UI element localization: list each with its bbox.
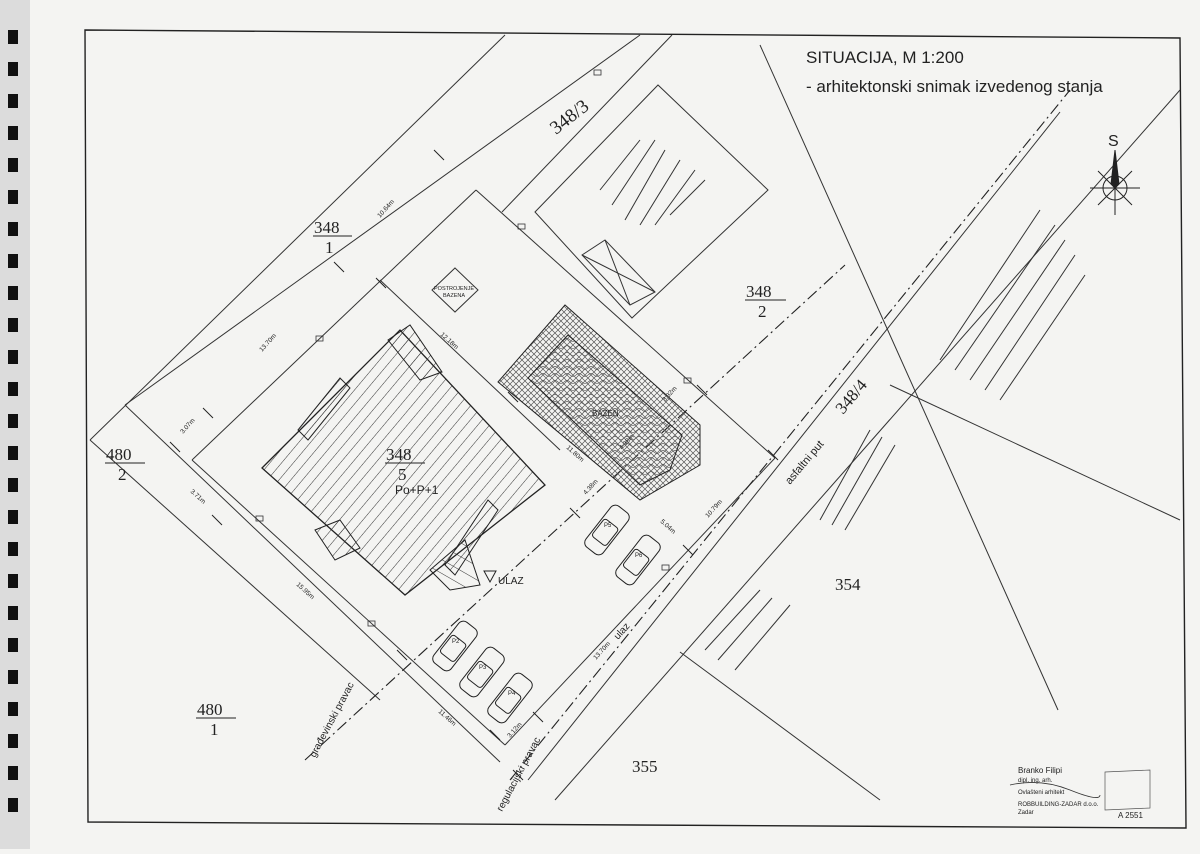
parcel-348-2-num: 348 (746, 282, 772, 301)
entrance-label: ULAZ (498, 576, 524, 587)
dimension-11: 12.18m (439, 331, 460, 351)
pool-label: BAZEN (592, 409, 619, 418)
stamp-city: Zadar (1018, 810, 1034, 816)
parcel-354: 354 (835, 575, 861, 594)
parking-label-p5: P5 (604, 523, 612, 529)
terrain-strips (599, 139, 1086, 671)
parcel-348-3: 348/3 (546, 96, 593, 139)
parking-label-p2: P2 (452, 639, 460, 645)
dimension-9: 5.04m (659, 518, 677, 535)
property-lines (89, 34, 1181, 801)
north-label: S (1108, 133, 1119, 150)
dimension-3: 3.07m (179, 417, 196, 435)
stamp-number: A 2551 (1118, 811, 1143, 820)
parcel-480-1-num: 480 (197, 700, 223, 719)
architect-stamp: Branko Filipi dipl. ing. arh. Ovlašteni … (1009, 766, 1151, 820)
title-line-2: - arhitektonski snimak izvedenog stanja (806, 77, 1103, 96)
stamp-name: Branko Filipi (1018, 766, 1062, 775)
dimension-5: 15.95m (295, 581, 316, 601)
parking-label-p3: P3 (479, 665, 487, 671)
parking-label-p4: P4 (508, 691, 516, 697)
stamp-role: Ovlašteni arhitekt (1018, 790, 1065, 796)
signature-icon (1009, 782, 1101, 798)
stamp-company: ROBBUILDING-ZADAR d.o.o. (1018, 802, 1099, 808)
dashed-lines (304, 89, 1071, 781)
stamp-title: dipl. ing. arh. (1018, 778, 1053, 784)
dimension-12: 4.38m (582, 478, 599, 496)
parking-label-p6: P6 (635, 553, 643, 559)
pool-equipment-label-1: POSTROJENJE (434, 286, 474, 292)
dimension-4: 3.71m (189, 488, 207, 505)
parcel-355: 355 (632, 757, 658, 776)
pool (497, 304, 701, 501)
drawing-frame (84, 29, 1187, 829)
north-arrow-icon (1090, 149, 1140, 215)
dimension-2: 13.70m (258, 333, 278, 354)
dimension-7: 3.12m (506, 721, 523, 739)
parcel-fraction-bars (105, 235, 786, 719)
boundary-markers (255, 69, 692, 627)
parcel-480-1-den: 1 (210, 720, 219, 739)
pool-equipment-label-2: BAZENA (443, 293, 465, 299)
parking-cars (432, 504, 661, 724)
title-line-1: SITUACIJA, M 1:200 (806, 48, 964, 67)
dimension-1: 10.64m (376, 199, 396, 220)
entrance-arrow-icon (483, 570, 497, 584)
parcel-480-2-den: 2 (118, 465, 127, 484)
parcel-348-2-den: 2 (758, 302, 767, 321)
dimension-ticks (169, 149, 779, 781)
parcel-348-4: 348/4 (832, 375, 872, 417)
pool-equipment-box (431, 267, 479, 313)
asphalt-road-label: asfaltni put (783, 438, 826, 486)
parcel-348-5-num: 348 (386, 445, 412, 464)
parcel-480-2-num: 480 (106, 445, 132, 464)
building-floors-label: Po+P+1 (395, 483, 439, 497)
building-line-label: građevinski pravac (308, 681, 357, 760)
binding-holes (8, 30, 18, 812)
parcel-348-1-num: 348 (314, 218, 340, 237)
seal-icon (1104, 769, 1151, 811)
entrance-road-label: ulaz (612, 621, 632, 642)
regulation-line-label: regulacijski pravac (495, 736, 543, 814)
parcel-348-1-den: 1 (325, 238, 334, 257)
dimension-10: 10.79m (704, 499, 724, 520)
parcel-348-5-den: 5 (398, 465, 407, 484)
